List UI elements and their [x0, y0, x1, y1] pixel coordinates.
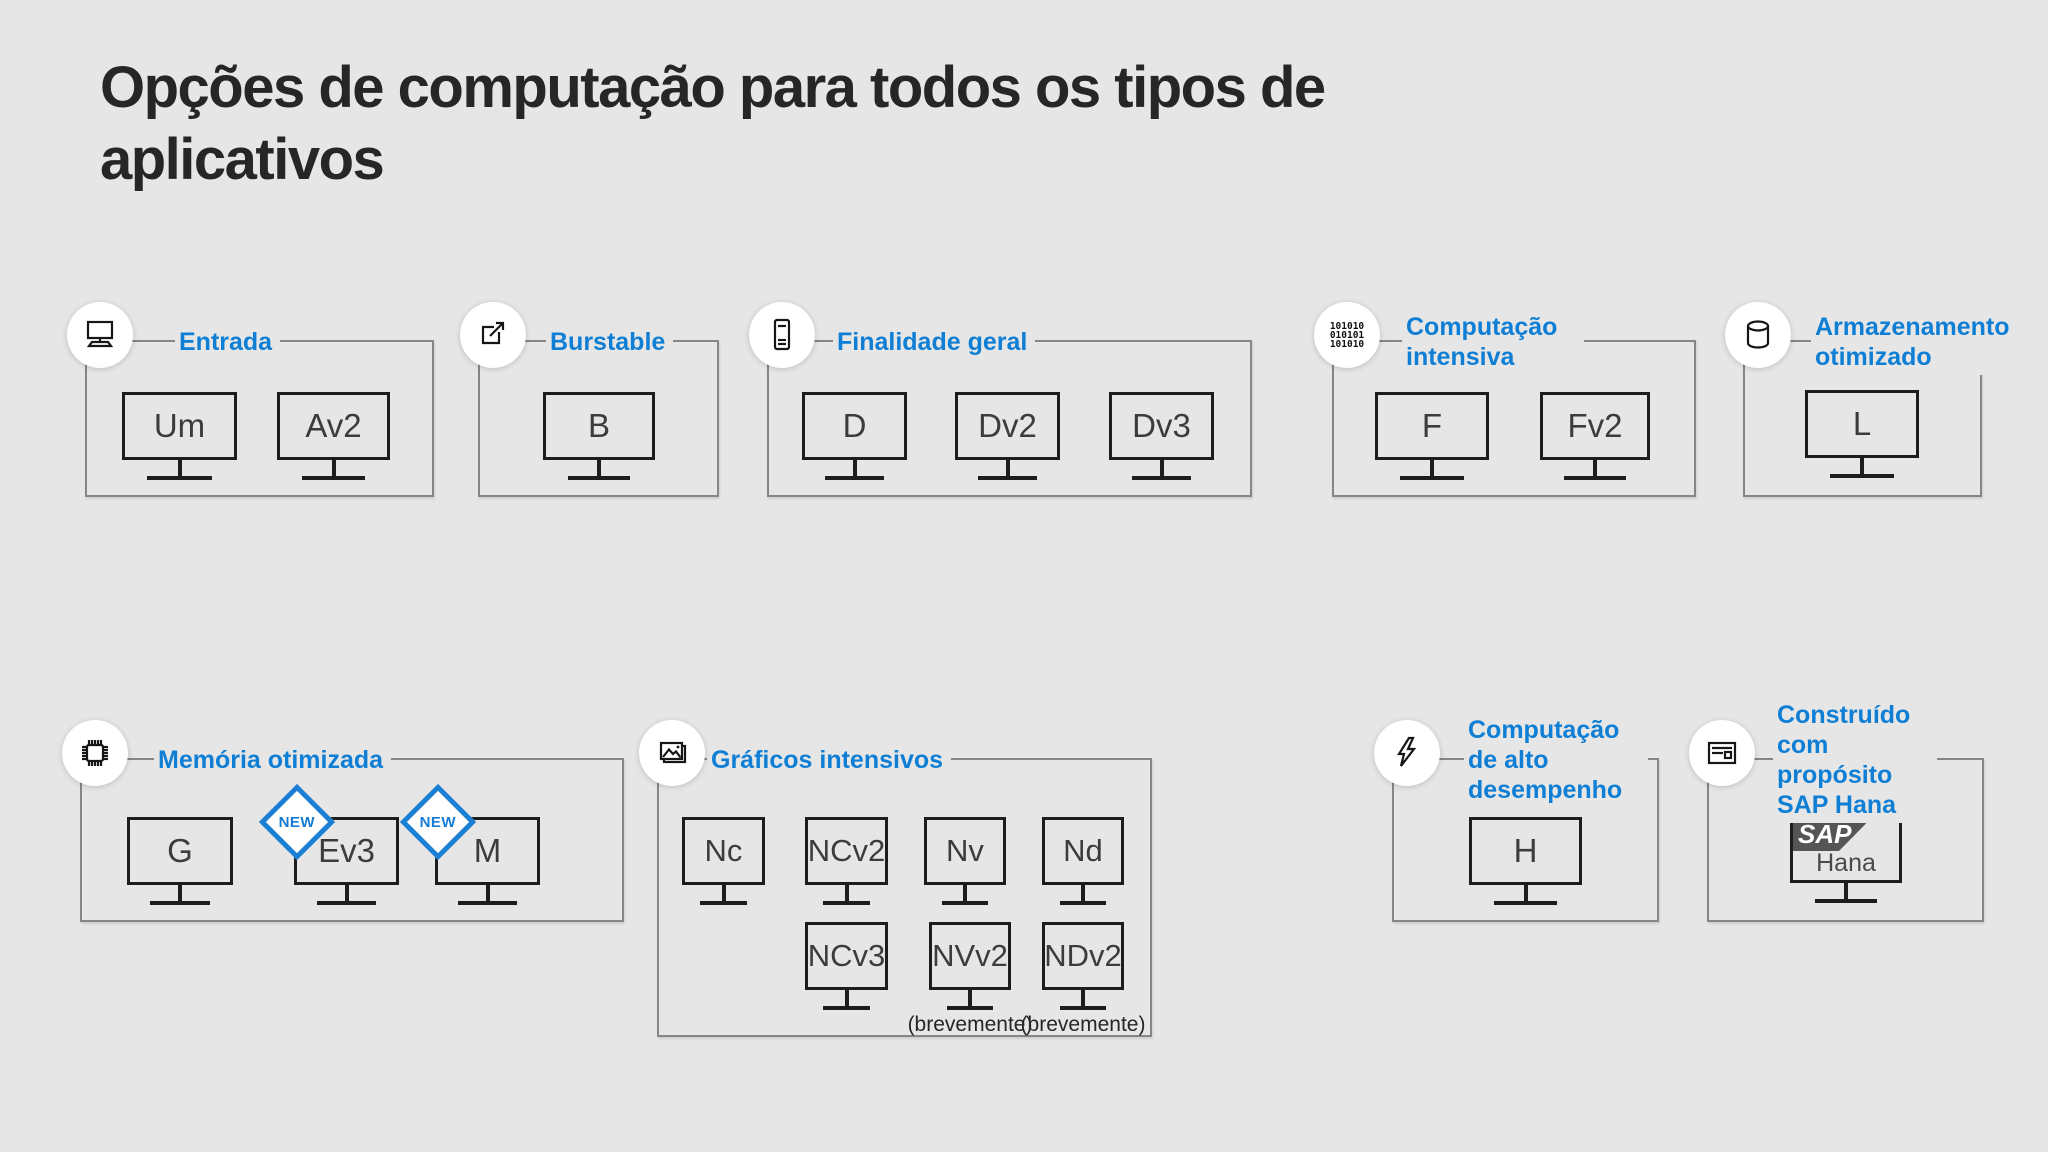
group-label-memoria-otimizada: Memória otimizada [154, 742, 392, 778]
group-label-computacao-intensiva: Computação intensiva [1402, 309, 1584, 375]
group-label-sap-hana: Construído com propósito SAP Hana [1773, 697, 1937, 823]
group-computacao-intensiva: 101010 010101 101010 Computação intensiv… [1314, 302, 1696, 497]
group-label-burstable: Burstable [546, 324, 674, 360]
title-line-1: Opções de computação para todos os tipos… [100, 55, 1326, 120]
vm-series-av2: Av2 [277, 392, 390, 480]
vm-series-nvv2: NVv2 (brevemente) [908, 922, 1032, 1037]
vm-screen: G [127, 817, 233, 885]
group-alto-desempenho: Computação de alto desempenho H [1374, 712, 1659, 922]
vm-screen: Dv3 [1109, 392, 1214, 460]
vm-screen: Dv2 [955, 392, 1060, 460]
vm-screen: Nd [1042, 817, 1124, 885]
desktop-computer-icon [67, 302, 133, 368]
vm-screen: Av2 [277, 392, 390, 460]
group-finalidade-geral: Finalidade geral D Dv2 Dv3 [749, 302, 1252, 497]
vm-series-ncv2: NCv2 [805, 817, 888, 905]
group-label-armazenamento-otimizado: Armazenamento otimizado [1811, 309, 2038, 375]
availability-note: (brevemente) [1020, 1013, 1146, 1036]
vm-series-h: H [1469, 817, 1582, 905]
vm-series-dv2: Dv2 [955, 392, 1060, 480]
svg-text:101010: 101010 [1330, 339, 1365, 350]
group-label-entrada: Entrada [175, 324, 281, 360]
sap-hana-label: Hana [1816, 849, 1876, 877]
vm-screen: Nc [682, 817, 765, 885]
vm-screen: Um [122, 392, 237, 460]
page-title: Opções de computação para todos os tipos… [100, 52, 1326, 196]
group-label-graficos-intensivos: Gráficos intensivos [707, 742, 952, 778]
vm-screen: L [1805, 390, 1919, 458]
vm-screen: SAP Hana [1790, 815, 1902, 883]
vm-screen: NVv2 [929, 922, 1011, 990]
group-label-finalidade-geral: Finalidade geral [833, 324, 1036, 360]
group-graficos-intensivos: Gráficos intensivos Nc NCv2 Nv Nd NCv3 N… [639, 720, 1152, 1037]
title-line-2: aplicativos [100, 126, 385, 192]
vm-sap-hana: SAP Hana [1790, 815, 1902, 903]
vm-series-g: G [127, 817, 233, 905]
vm-screen: Nv [924, 817, 1006, 885]
server-tower-icon [749, 302, 815, 368]
spec-sheet-icon [1689, 720, 1755, 786]
vm-screen: NCv2 [805, 817, 888, 885]
vm-series-nd: Nd [1042, 817, 1124, 905]
vm-screen: Fv2 [1540, 392, 1650, 460]
vm-series-ncv3: NCv3 [805, 922, 888, 1010]
group-burstable: Burstable B [460, 302, 719, 497]
vm-screen: B [543, 392, 655, 460]
vm-screen: NCv3 [805, 922, 888, 990]
group-sap-hana: Construído com propósito SAP Hana SAP Ha… [1689, 697, 1984, 922]
vm-screen: H [1469, 817, 1582, 885]
vm-series-nv: Nv [924, 817, 1006, 905]
vm-series-d: D [802, 392, 907, 480]
binary-code-icon: 101010 010101 101010 [1314, 302, 1380, 368]
vm-screen: NDv2 [1042, 922, 1124, 990]
vm-series-um: Um [122, 392, 237, 480]
cpu-chip-icon [62, 720, 128, 786]
vm-series-fv2: Fv2 [1540, 392, 1650, 480]
svg-text:010101: 010101 [1330, 330, 1365, 341]
lightning-bolt-icon [1374, 720, 1440, 786]
vm-series-ev3: NEW Ev3 [258, 783, 399, 905]
vm-series-nc: Nc [682, 817, 765, 905]
vm-series-ndv2: NDv2 (brevemente) [1021, 922, 1145, 1037]
database-icon [1725, 302, 1791, 368]
group-armazenamento-otimizado: Armazenamento otimizado L [1725, 302, 2038, 497]
group-entrada: Entrada Um Av2 [67, 302, 434, 497]
group-memoria-otimizada: Memória otimizada G NEW Ev3 NEW M [62, 720, 624, 922]
image-icon [639, 720, 705, 786]
vm-series-m: NEW M [399, 783, 540, 905]
vm-series-dv3: Dv3 [1109, 392, 1214, 480]
availability-note: (brevemente) [907, 1013, 1033, 1036]
group-label-alto-desempenho: Computação de alto desempenho [1464, 712, 1648, 808]
vm-series-b: B [543, 392, 655, 480]
expand-arrow-icon [460, 302, 526, 368]
vm-series-f: F [1375, 392, 1489, 480]
vm-series-l: L [1805, 390, 1919, 478]
vm-screen: F [1375, 392, 1489, 460]
vm-screen: D [802, 392, 907, 460]
svg-text:101010: 101010 [1330, 321, 1365, 332]
sap-logo: SAP [1793, 818, 1872, 852]
